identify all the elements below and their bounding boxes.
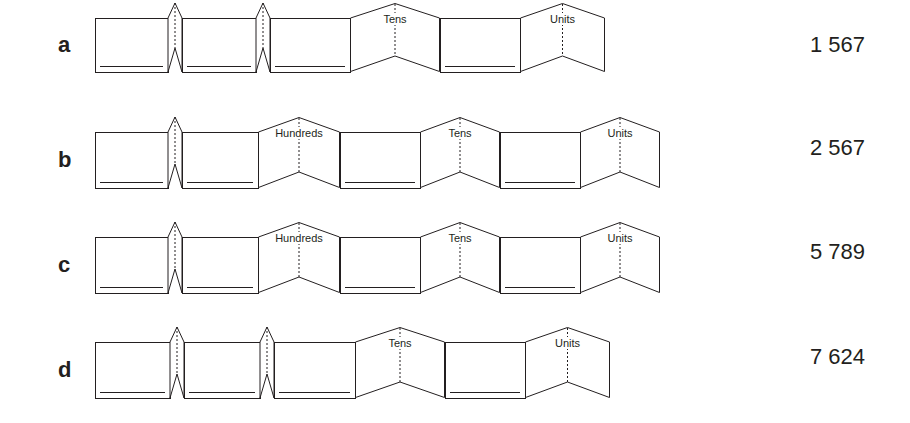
fold-shape [581, 223, 660, 293]
strip-panel [96, 133, 169, 189]
place-value-label: Units [549, 13, 576, 25]
fold-crease [177, 327, 178, 374]
fold-crease [263, 3, 264, 48]
fold-shape [356, 328, 445, 398]
place-value-label: Tens [447, 127, 472, 139]
place-value-label: Tens [387, 337, 412, 349]
fold-shape [421, 118, 500, 188]
number-value: 7 624 [810, 345, 865, 369]
place-value-fold: Hundreds [258, 222, 340, 293]
narrow-fold [260, 327, 274, 398]
strip-panel [446, 343, 526, 399]
place-value-fold: Tens [355, 327, 445, 398]
place-value-label: Units [606, 127, 633, 139]
place-value-label: Units [554, 337, 581, 349]
narrow-fold [168, 3, 182, 72]
fold-shape [521, 4, 605, 72]
place-value-fold: Tens [350, 3, 440, 72]
place-value-label: Tens [447, 232, 472, 244]
place-value-label: Hundreds [274, 127, 324, 139]
narrow-fold [256, 3, 270, 72]
number-value: 2 567 [810, 136, 865, 160]
answer-line [275, 66, 345, 67]
strip-panel [501, 238, 581, 294]
strip-panel [183, 133, 259, 189]
fold-shape [526, 328, 610, 398]
strip-panel [96, 343, 171, 399]
row-letter: b [58, 148, 71, 172]
answer-line [445, 66, 515, 67]
narrow-fold [168, 117, 182, 188]
answer-line [100, 392, 165, 393]
fold-shape [421, 223, 500, 293]
strip-panel [341, 133, 421, 189]
answer-line [450, 392, 520, 393]
place-value-fold: Units [580, 222, 660, 293]
answer-line [100, 66, 163, 67]
answer-line [100, 182, 163, 183]
answer-line [187, 182, 253, 183]
number-value: 5 789 [810, 240, 865, 264]
narrow-fold [170, 327, 184, 398]
answer-line [279, 392, 350, 393]
place-value-label: Hundreds [274, 232, 324, 244]
fold-shape [259, 223, 340, 293]
strip-panel [96, 238, 169, 294]
strip-panel [185, 343, 261, 399]
row-letter: d [58, 358, 71, 382]
answer-line [100, 287, 163, 288]
place-value-fold: Hundreds [258, 117, 340, 188]
answer-line [345, 287, 415, 288]
narrow-fold [168, 222, 182, 293]
fold-shape [259, 118, 340, 188]
fold-crease [175, 222, 176, 269]
fold-shape [581, 118, 660, 188]
strip-panel [271, 19, 351, 73]
fold-shape [351, 4, 440, 72]
strip-panel [441, 19, 521, 73]
fold-crease [175, 3, 176, 48]
place-value-label: Units [606, 232, 633, 244]
fold-crease [395, 4, 396, 56]
answer-line [189, 392, 255, 393]
number-value: 1 567 [810, 33, 865, 57]
strip-panel [341, 238, 421, 294]
place-value-fold: Tens [420, 222, 500, 293]
strip-panel [96, 19, 169, 73]
place-value-fold: Units [525, 327, 610, 398]
place-value-label: Tens [382, 13, 407, 25]
strip-panel [183, 238, 259, 294]
fold-crease [175, 117, 176, 164]
strip-panel [275, 343, 356, 399]
place-value-fold: Tens [420, 117, 500, 188]
fold-crease [562, 4, 563, 56]
fold-crease [267, 327, 268, 374]
strip-panel [183, 19, 257, 73]
answer-line [187, 287, 253, 288]
place-value-fold: Units [580, 117, 660, 188]
row-letter: a [58, 33, 70, 57]
answer-line [345, 182, 415, 183]
strip-panel [501, 133, 581, 189]
place-value-fold: Units [520, 3, 605, 72]
answer-line [505, 287, 575, 288]
answer-line [505, 182, 575, 183]
row-letter: c [58, 253, 70, 277]
answer-line [187, 66, 251, 67]
